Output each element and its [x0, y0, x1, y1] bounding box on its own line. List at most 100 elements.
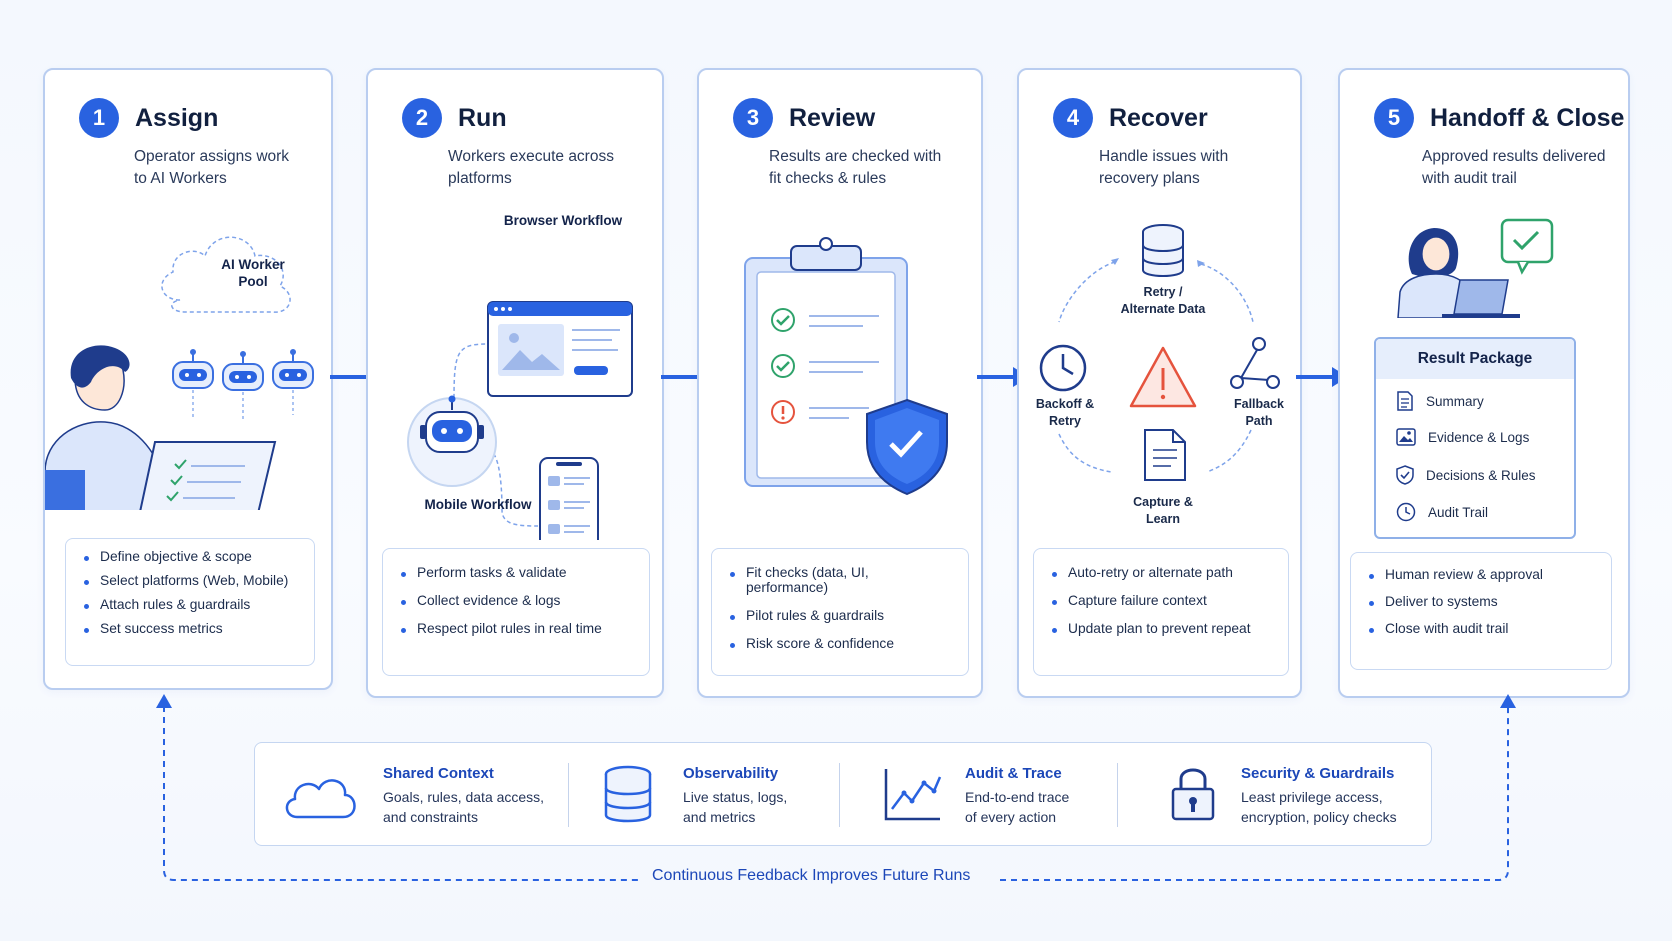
- feedback-loop-label: Continuous Feedback Improves Future Runs: [652, 867, 971, 884]
- robot-icon: [222, 351, 264, 391]
- capture-learn-label: Capture & Learn: [1133, 495, 1193, 526]
- image-icon: [1396, 428, 1416, 446]
- result-item-summary: Summary: [1396, 391, 1484, 411]
- clipboard-illustration: [744, 237, 948, 496]
- step-card-recover: 4 Recover Handle issues with recovery pl…: [1017, 68, 1302, 698]
- browser-workflow-label: Browser Workflow: [503, 213, 623, 228]
- clock-icon: [1396, 502, 1416, 522]
- step-header: 4 Recover: [1053, 98, 1208, 138]
- result-item-decisions: Decisions & Rules: [1396, 465, 1536, 485]
- bullet-item: Close with audit trail: [1369, 621, 1595, 636]
- step-header: 3 Review: [733, 98, 875, 138]
- mobile-workflow-label: Mobile Workflow: [424, 497, 532, 512]
- retry-alternate-label: Retry / Alternate Data: [1120, 285, 1206, 316]
- step-description: Workers execute across platforms: [448, 148, 614, 187]
- result-item-label: Evidence & Logs: [1428, 429, 1530, 445]
- step-description: Approved results delivered with audit tr…: [1422, 148, 1606, 187]
- laptop-icon: [1442, 279, 1520, 318]
- warning-triangle-icon: [1129, 346, 1197, 408]
- step-bullets: Fit checks (data, UI, performance) Pilot…: [711, 548, 969, 676]
- result-package-title: Result Package: [1376, 339, 1574, 379]
- bullet-item: Perform tasks & validate: [401, 565, 633, 580]
- step-title: Review: [789, 103, 876, 132]
- robot-icon: [172, 349, 214, 389]
- step-description: Operator assigns work to AI Workers: [134, 148, 290, 187]
- step-card-run: 2 Run Workers execute across platforms P…: [366, 68, 664, 698]
- step-card-assign: 1 Assign Operator assigns work to AI Wor…: [43, 68, 333, 690]
- arrow-up-icon: [156, 694, 172, 708]
- result-package: Result Package Summary Evidence & Logs D…: [1374, 337, 1576, 539]
- bullet-item: Fit checks (data, UI, performance): [730, 565, 952, 595]
- bullet-item: Pilot rules & guardrails: [730, 608, 952, 623]
- step-number: 4: [1053, 98, 1093, 138]
- feature-title: Security & Guardrails: [1241, 765, 1395, 782]
- step-bullets: Auto-retry or alternate path Capture fai…: [1033, 548, 1289, 676]
- fallback-path-label: Fallback Path: [1233, 397, 1285, 428]
- result-item-audit: Audit Trail: [1396, 502, 1488, 522]
- check-circle-icon: [771, 308, 795, 332]
- result-item-label: Decisions & Rules: [1426, 467, 1536, 483]
- feature-description: Goals, rules, data access, and constrain…: [383, 789, 545, 825]
- check-circle-icon: [771, 354, 795, 378]
- operator-illustration: [45, 236, 314, 510]
- laptop-icon: [139, 441, 277, 510]
- reviewer-person: [1397, 228, 1477, 318]
- step-description: Handle issues with recovery plans: [1099, 148, 1229, 187]
- bullet-item: Update plan to prevent repeat: [1052, 621, 1272, 636]
- step-number: 1: [79, 98, 119, 138]
- approval-bubble-icon: [1500, 218, 1554, 275]
- run-illustration: [407, 301, 633, 540]
- robot-icon: [407, 395, 497, 487]
- feature-divider: [568, 763, 569, 827]
- bullet-item: Attach rules & guardrails: [84, 597, 298, 612]
- step-header: 2 Run: [402, 98, 507, 138]
- step-bullets: Perform tasks & validate Collect evidenc…: [382, 548, 650, 676]
- robot-icon: [272, 349, 314, 389]
- bullet-item: Human review & approval: [1369, 567, 1595, 582]
- step-header: 1 Assign: [79, 98, 218, 138]
- feature-description: Live status, logs, and metrics: [683, 789, 788, 825]
- feature-shared-context: Shared Context Goals, rules, data access…: [255, 743, 555, 847]
- database-icon: [1142, 224, 1184, 277]
- feature-divider: [839, 763, 840, 827]
- trend-chart-icon: [884, 769, 942, 821]
- shield-check-icon: [866, 398, 948, 496]
- bullet-item: Set success metrics: [84, 621, 298, 636]
- step-description: Results are checked with fit checks & ru…: [769, 148, 942, 187]
- phone-icon: [539, 457, 599, 540]
- bullet-item: Deliver to systems: [1369, 594, 1595, 609]
- step-number: 2: [402, 98, 442, 138]
- feature-description: End-to-end trace of every action: [965, 789, 1070, 825]
- feature-title: Observability: [683, 765, 779, 782]
- branch-path-icon: [1230, 337, 1280, 389]
- feature-observability: Observability Live status, logs, and met…: [569, 743, 839, 847]
- clock-icon: [1039, 344, 1087, 392]
- step-title: Run: [458, 103, 507, 132]
- cloud-icon: [161, 236, 291, 313]
- step-card-review: 3 Review Results are checked with fit ch…: [697, 68, 983, 698]
- feature-audit-trace: Audit & Trace End-to-end trace of every …: [840, 743, 1117, 847]
- reviewer-illustration: [1397, 218, 1554, 318]
- result-item-label: Summary: [1426, 393, 1484, 409]
- bullet-item: Risk score & confidence: [730, 636, 952, 651]
- bullet-item: Define objective & scope: [84, 549, 298, 564]
- step-title: Handoff & Close: [1430, 103, 1625, 132]
- feature-divider: [1117, 763, 1118, 827]
- feature-title: Audit & Trace: [965, 765, 1062, 782]
- feature-title: Shared Context: [383, 765, 494, 782]
- browser-window-icon: [487, 301, 633, 397]
- feature-description: Least privilege access, encryption, poli…: [1241, 789, 1397, 825]
- step-title: Assign: [135, 103, 219, 132]
- bullet-item: Respect pilot rules in real time: [401, 621, 633, 636]
- step-header: 5 Handoff & Close: [1374, 98, 1624, 138]
- alert-circle-icon: [771, 400, 795, 424]
- feature-security: Security & Guardrails Least privilege ac…: [1118, 743, 1431, 847]
- recovery-cycle-illustration: [1039, 224, 1280, 481]
- arrow-up-icon: [1500, 694, 1516, 708]
- shield-check-icon: [1396, 465, 1414, 485]
- lock-icon: [1171, 768, 1215, 821]
- document-icon: [1144, 429, 1186, 481]
- cloud-icon: [285, 779, 356, 819]
